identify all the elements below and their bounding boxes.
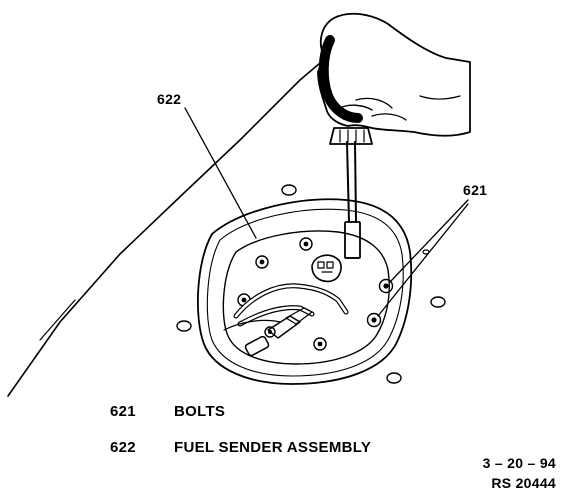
bolt-left-upper [255, 255, 269, 269]
hand-shading [318, 35, 363, 123]
leader-621-upper [389, 199, 469, 283]
bolt-top [299, 237, 313, 251]
legend-number-622: 622 [110, 439, 136, 456]
mounting-surface-outline [197, 198, 413, 385]
inlet-fitting [244, 307, 313, 357]
tank-edge-line-lower [39, 299, 76, 341]
legend-description-bolts: BOLTS [174, 403, 226, 420]
bolt-621-right-lower [366, 312, 382, 328]
leader-lines [184, 107, 469, 317]
callout-621-label: 621 [463, 182, 488, 198]
callout-622-label: 622 [157, 91, 182, 107]
hand [317, 12, 471, 137]
sender-flange [222, 230, 390, 365]
mounting-surface-inner-edge [206, 208, 404, 377]
tank-edge-line [7, 57, 327, 397]
bolt-621-right-upper [378, 278, 394, 294]
legend-description-fuel-sender: FUEL SENDER ASSEMBLY [174, 439, 372, 456]
drawing-date: 3 – 20 – 94 [482, 455, 556, 471]
bolt-bottom [313, 337, 327, 351]
legend-number-621: 621 [110, 403, 136, 420]
electrical-connector [311, 254, 342, 283]
tank-holes [176, 184, 446, 384]
leader-622 [184, 107, 257, 239]
fuel-tubes [223, 283, 349, 331]
leader-621-lower [377, 203, 469, 317]
screwdriver [329, 127, 373, 259]
drawing-reference: RS 20444 [491, 475, 556, 491]
